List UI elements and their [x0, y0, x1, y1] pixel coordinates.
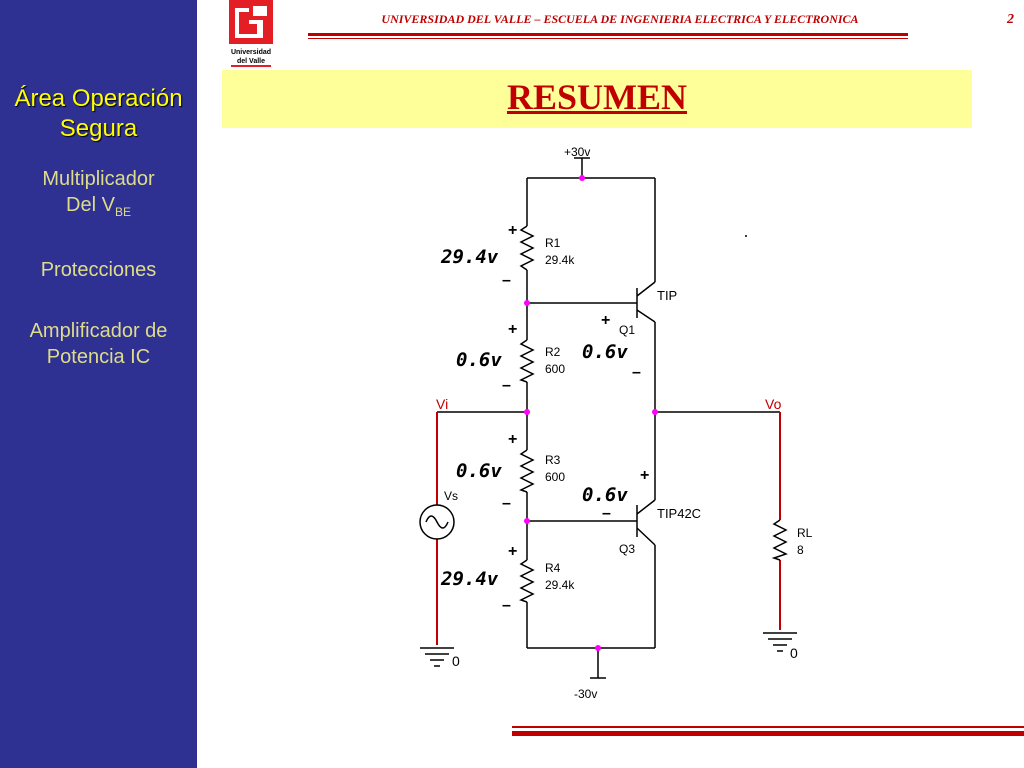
sidebar-item-multiplicador[interactable]: Multiplicador Del VBE — [0, 166, 197, 225]
label-rl-value: 8 — [797, 543, 804, 557]
resistor-rl — [771, 519, 788, 561]
label-vee: -30v — [574, 687, 597, 701]
circuit-schematic: +30v -30v R1 29.4k R2 600 R3 600 R4 29.4… — [419, 145, 813, 701]
label-q1-plus: + — [601, 312, 610, 329]
label-q1-name: Q1 — [619, 323, 635, 337]
ground-left-icon — [420, 647, 454, 667]
resistor-r4 — [519, 559, 535, 603]
footer-divider-thick — [512, 731, 1024, 736]
resistor-r1 — [519, 225, 535, 271]
sidebar-title-line2: Segura — [59, 115, 138, 142]
sidebar-item-protecciones[interactable]: Protecciones — [0, 257, 197, 283]
resistor-r2 — [519, 339, 535, 383]
signal-wires — [436, 412, 781, 645]
svg-text:del Valle: del Valle — [237, 58, 265, 65]
sidebar-title: Área Operación Segura — [0, 84, 197, 144]
resistor-r3 — [519, 449, 535, 493]
university-logo: Universidad del Valle — [229, 0, 273, 67]
label-q3-vbe: 0.6v — [582, 484, 628, 506]
label-q3-plus: + — [640, 467, 649, 484]
label-r1-minus: – — [502, 272, 511, 289]
label-q1-vbe: 0.6v — [582, 341, 628, 363]
label-r3-voltage: 0.6v — [456, 460, 502, 482]
sidebar-item-label: Potencia IC — [46, 346, 151, 368]
footer-divider — [512, 726, 1024, 728]
label-gnd-right: 0 — [790, 645, 798, 661]
label-q1-part: TIP — [657, 288, 677, 303]
label-gnd-left: 0 — [452, 653, 460, 669]
label-r4-name: R4 — [545, 561, 561, 575]
label-q3-part: TIP42C — [657, 506, 701, 521]
label-rl-name: RL — [797, 526, 813, 540]
ac-source-icon — [419, 504, 455, 540]
label-r1-plus: + — [508, 222, 517, 239]
label-r4-plus: + — [508, 543, 517, 560]
label-vo: Vo — [765, 396, 782, 412]
label-r4-minus: – — [502, 597, 511, 614]
label-q1-minus: – — [632, 364, 641, 381]
label-r1-voltage: 29.4v — [440, 246, 499, 268]
sidebar-item-label: Protecciones — [40, 259, 157, 281]
label-r2-minus: – — [502, 377, 511, 394]
junction-dots — [524, 175, 658, 651]
svg-text:Universidad: Universidad — [231, 49, 271, 56]
label-r2-plus: + — [508, 321, 517, 338]
label-r3-minus: – — [502, 495, 511, 512]
label-q3-name: Q3 — [619, 542, 635, 556]
sidebar-item-amplificador[interactable]: Amplificador de Potencia IC — [0, 318, 197, 370]
page-number: 2 — [1007, 12, 1014, 27]
header-university: UNIVERSIDAD DEL VALLE – ESCUELA DE INGEN… — [381, 12, 859, 26]
sidebar-item-label: Amplificador de — [29, 320, 168, 342]
label-vcc: +30v — [564, 145, 590, 159]
sidebar-item-label: Multiplicador — [42, 168, 155, 190]
sidebar-item-label: Del VBE — [66, 194, 131, 219]
label-q3-minus: – — [602, 505, 611, 522]
slide-title: RESUMEN — [506, 77, 688, 117]
title-band — [222, 70, 972, 128]
header-divider-thin — [308, 38, 908, 39]
label-r4-value: 29.4k — [545, 578, 575, 592]
ground-right-icon — [763, 632, 797, 652]
wires — [436, 157, 781, 679]
label-r2-voltage: 0.6v — [456, 349, 502, 371]
label-r1-name: R1 — [545, 236, 561, 250]
label-r1-value: 29.4k — [545, 253, 575, 267]
label-r4-voltage: 29.4v — [440, 568, 499, 590]
label-r3-plus: + — [508, 431, 517, 448]
label-vi: Vi — [436, 396, 448, 412]
label-r3-name: R3 — [545, 453, 561, 467]
label-vs: Vs — [444, 489, 458, 503]
sidebar-title-line1: Área Operación — [14, 85, 183, 112]
header-divider — [308, 33, 908, 36]
sidebar: Área Operación Segura Multiplicador Del … — [0, 0, 197, 768]
label-r2-name: R2 — [545, 345, 561, 359]
label-r3-value: 600 — [545, 470, 565, 484]
label-r2-value: 600 — [545, 362, 565, 376]
